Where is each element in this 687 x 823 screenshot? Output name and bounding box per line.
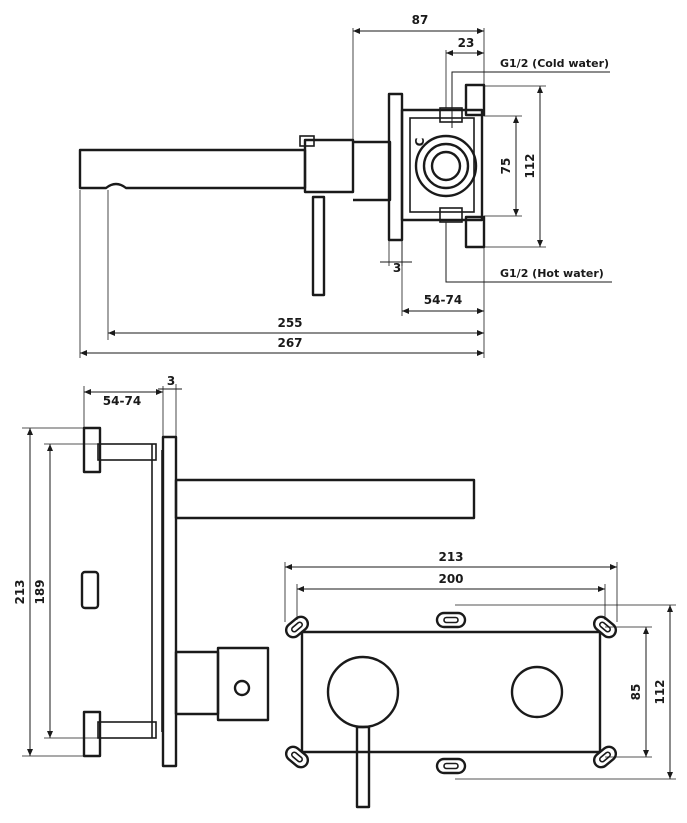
lever-rosette (326, 655, 400, 729)
dim-front-112: 112 (653, 679, 667, 704)
lever-handle (311, 195, 326, 297)
dim-top-23: 23 (458, 36, 475, 50)
cold-marker: C (413, 137, 427, 146)
spout (78, 135, 392, 202)
dim-top-255: 255 (277, 316, 302, 330)
cold-water-label: G1/2 (Cold water) (500, 57, 609, 70)
dim-front-213: 213 (438, 550, 463, 564)
dim-top-75: 75 (499, 158, 513, 175)
dim-side-54-74: 54-74 (103, 394, 141, 408)
dim-top-87: 87 (412, 13, 429, 27)
spout-rosette (510, 665, 564, 719)
dim-top-112: 112 (523, 153, 537, 178)
dim-top-267: 267 (277, 336, 302, 350)
dim-front-200: 200 (438, 572, 463, 586)
dim-side-189: 189 (33, 579, 47, 604)
dim-top-54-74: 54-74 (424, 293, 462, 307)
top-view: C 87 23 G1/2 (Cold water) 75 112 3 G1/2 … (78, 13, 612, 358)
front-plate (300, 630, 602, 754)
side-spout (174, 478, 476, 520)
lever-handle-front (355, 725, 371, 809)
dim-side-213: 213 (13, 579, 27, 604)
valve-cartridge (414, 134, 478, 198)
side-handle (174, 646, 270, 722)
front-view: 213 200 85 112 (284, 550, 676, 809)
hot-water-label: G1/2 (Hot water) (500, 267, 604, 280)
dim-front-85: 85 (629, 684, 643, 701)
side-view: 54-74 3 213 189 (13, 374, 476, 768)
mounting-lugs (284, 611, 618, 775)
side-plate (161, 435, 178, 768)
dim-side-3: 3 (167, 374, 175, 388)
dim-top-3: 3 (393, 261, 401, 275)
side-body (80, 426, 163, 758)
mounting-box (400, 83, 486, 249)
